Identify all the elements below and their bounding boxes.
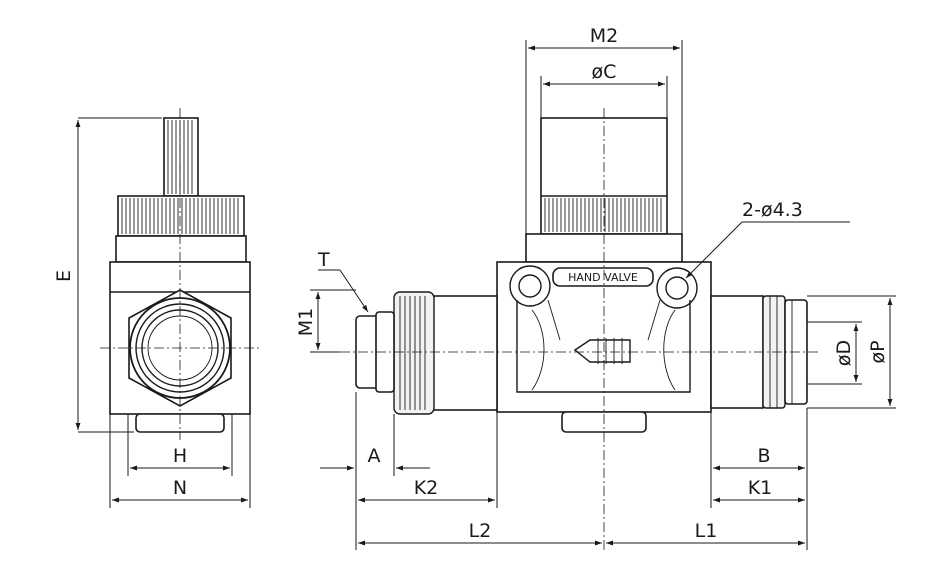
dim-label-b: B bbox=[757, 445, 770, 467]
dim-label-k1: K1 bbox=[748, 477, 773, 499]
knob bbox=[117, 195, 245, 237]
bonnet bbox=[115, 235, 247, 263]
dim-label-l1: L1 bbox=[695, 520, 718, 542]
dim-label-n: N bbox=[173, 477, 187, 499]
dim-label-e: E bbox=[53, 270, 75, 282]
nameplate bbox=[552, 267, 654, 287]
dim-label-t: T bbox=[317, 249, 330, 271]
dim-label-p: øP bbox=[867, 340, 889, 363]
side-view: E H N bbox=[53, 108, 262, 508]
dim-label-h: H bbox=[173, 445, 187, 467]
hole-callout: 2-ø4.3 bbox=[742, 199, 803, 221]
nameplate-text: HAND VALVE bbox=[568, 271, 638, 284]
handle-stem bbox=[163, 117, 199, 197]
dim-label-a: A bbox=[368, 445, 381, 467]
union-nut-detail bbox=[399, 296, 426, 410]
left-tube bbox=[429, 295, 498, 411]
knob-knurl bbox=[121, 198, 239, 234]
dim-label-k2: K2 bbox=[414, 477, 439, 499]
dim-label-c: øC bbox=[592, 61, 617, 83]
front-knob-knurl bbox=[544, 198, 662, 232]
dim-label-d: øD bbox=[833, 340, 855, 366]
front-view: HAND VALVE M2 øC 2-ø4.3 bbox=[295, 25, 896, 550]
mount-hole-left bbox=[509, 265, 551, 307]
dim-label-m1: M1 bbox=[295, 308, 317, 336]
dim-label-l2: L2 bbox=[469, 520, 492, 542]
dim-label-m2: M2 bbox=[590, 25, 618, 47]
mount-hole-right bbox=[656, 267, 698, 309]
